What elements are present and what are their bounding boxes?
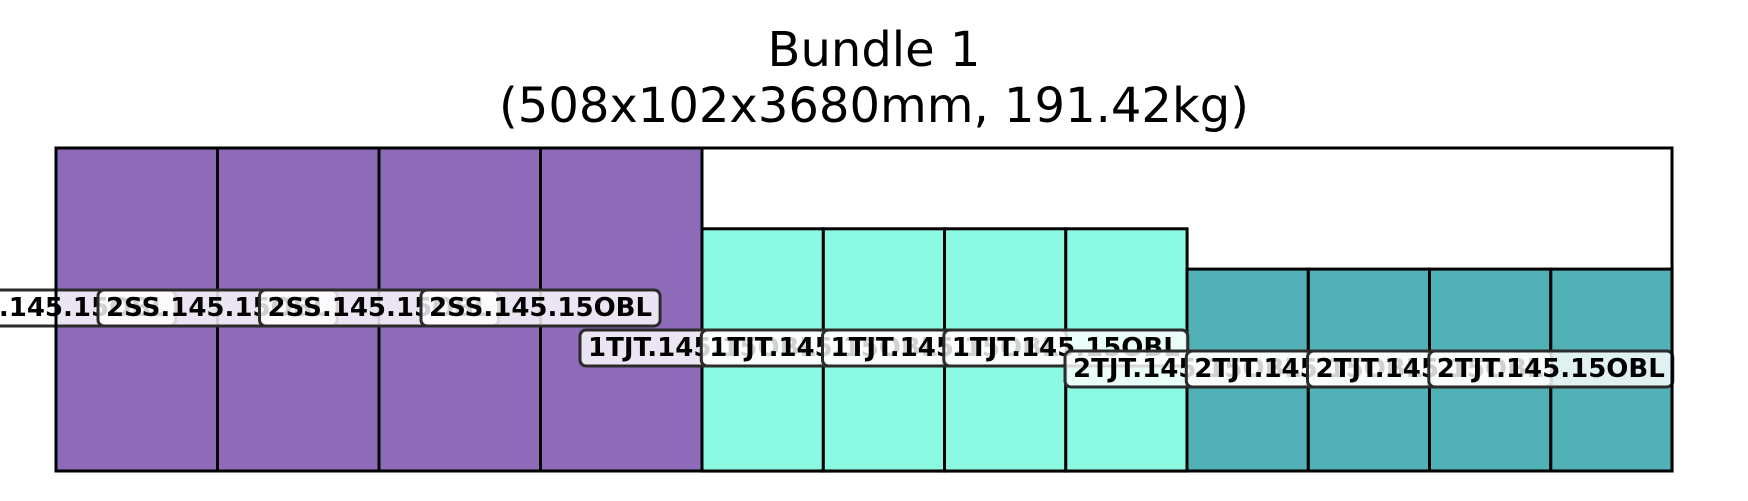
item-label-text: 2SS.145.15OBL xyxy=(429,293,652,323)
bundle-dimensions-subtitle: (508x102x3680mm, 191.42kg) xyxy=(499,78,1249,134)
bundle-title: Bundle 1 xyxy=(767,22,981,78)
item-label: 2SS.145.15OBL xyxy=(419,288,662,328)
item-label-box xyxy=(419,288,662,328)
bundle-outline-border xyxy=(54,146,1674,473)
item-label-text: 2TJT.145.15OBL xyxy=(1437,354,1665,384)
item-label: 2TJT.145.15OBL xyxy=(1427,349,1675,389)
item-labels: 2SS.145.15OBL2SS.145.15OBL2SS.145.15OBL2… xyxy=(0,288,1675,389)
